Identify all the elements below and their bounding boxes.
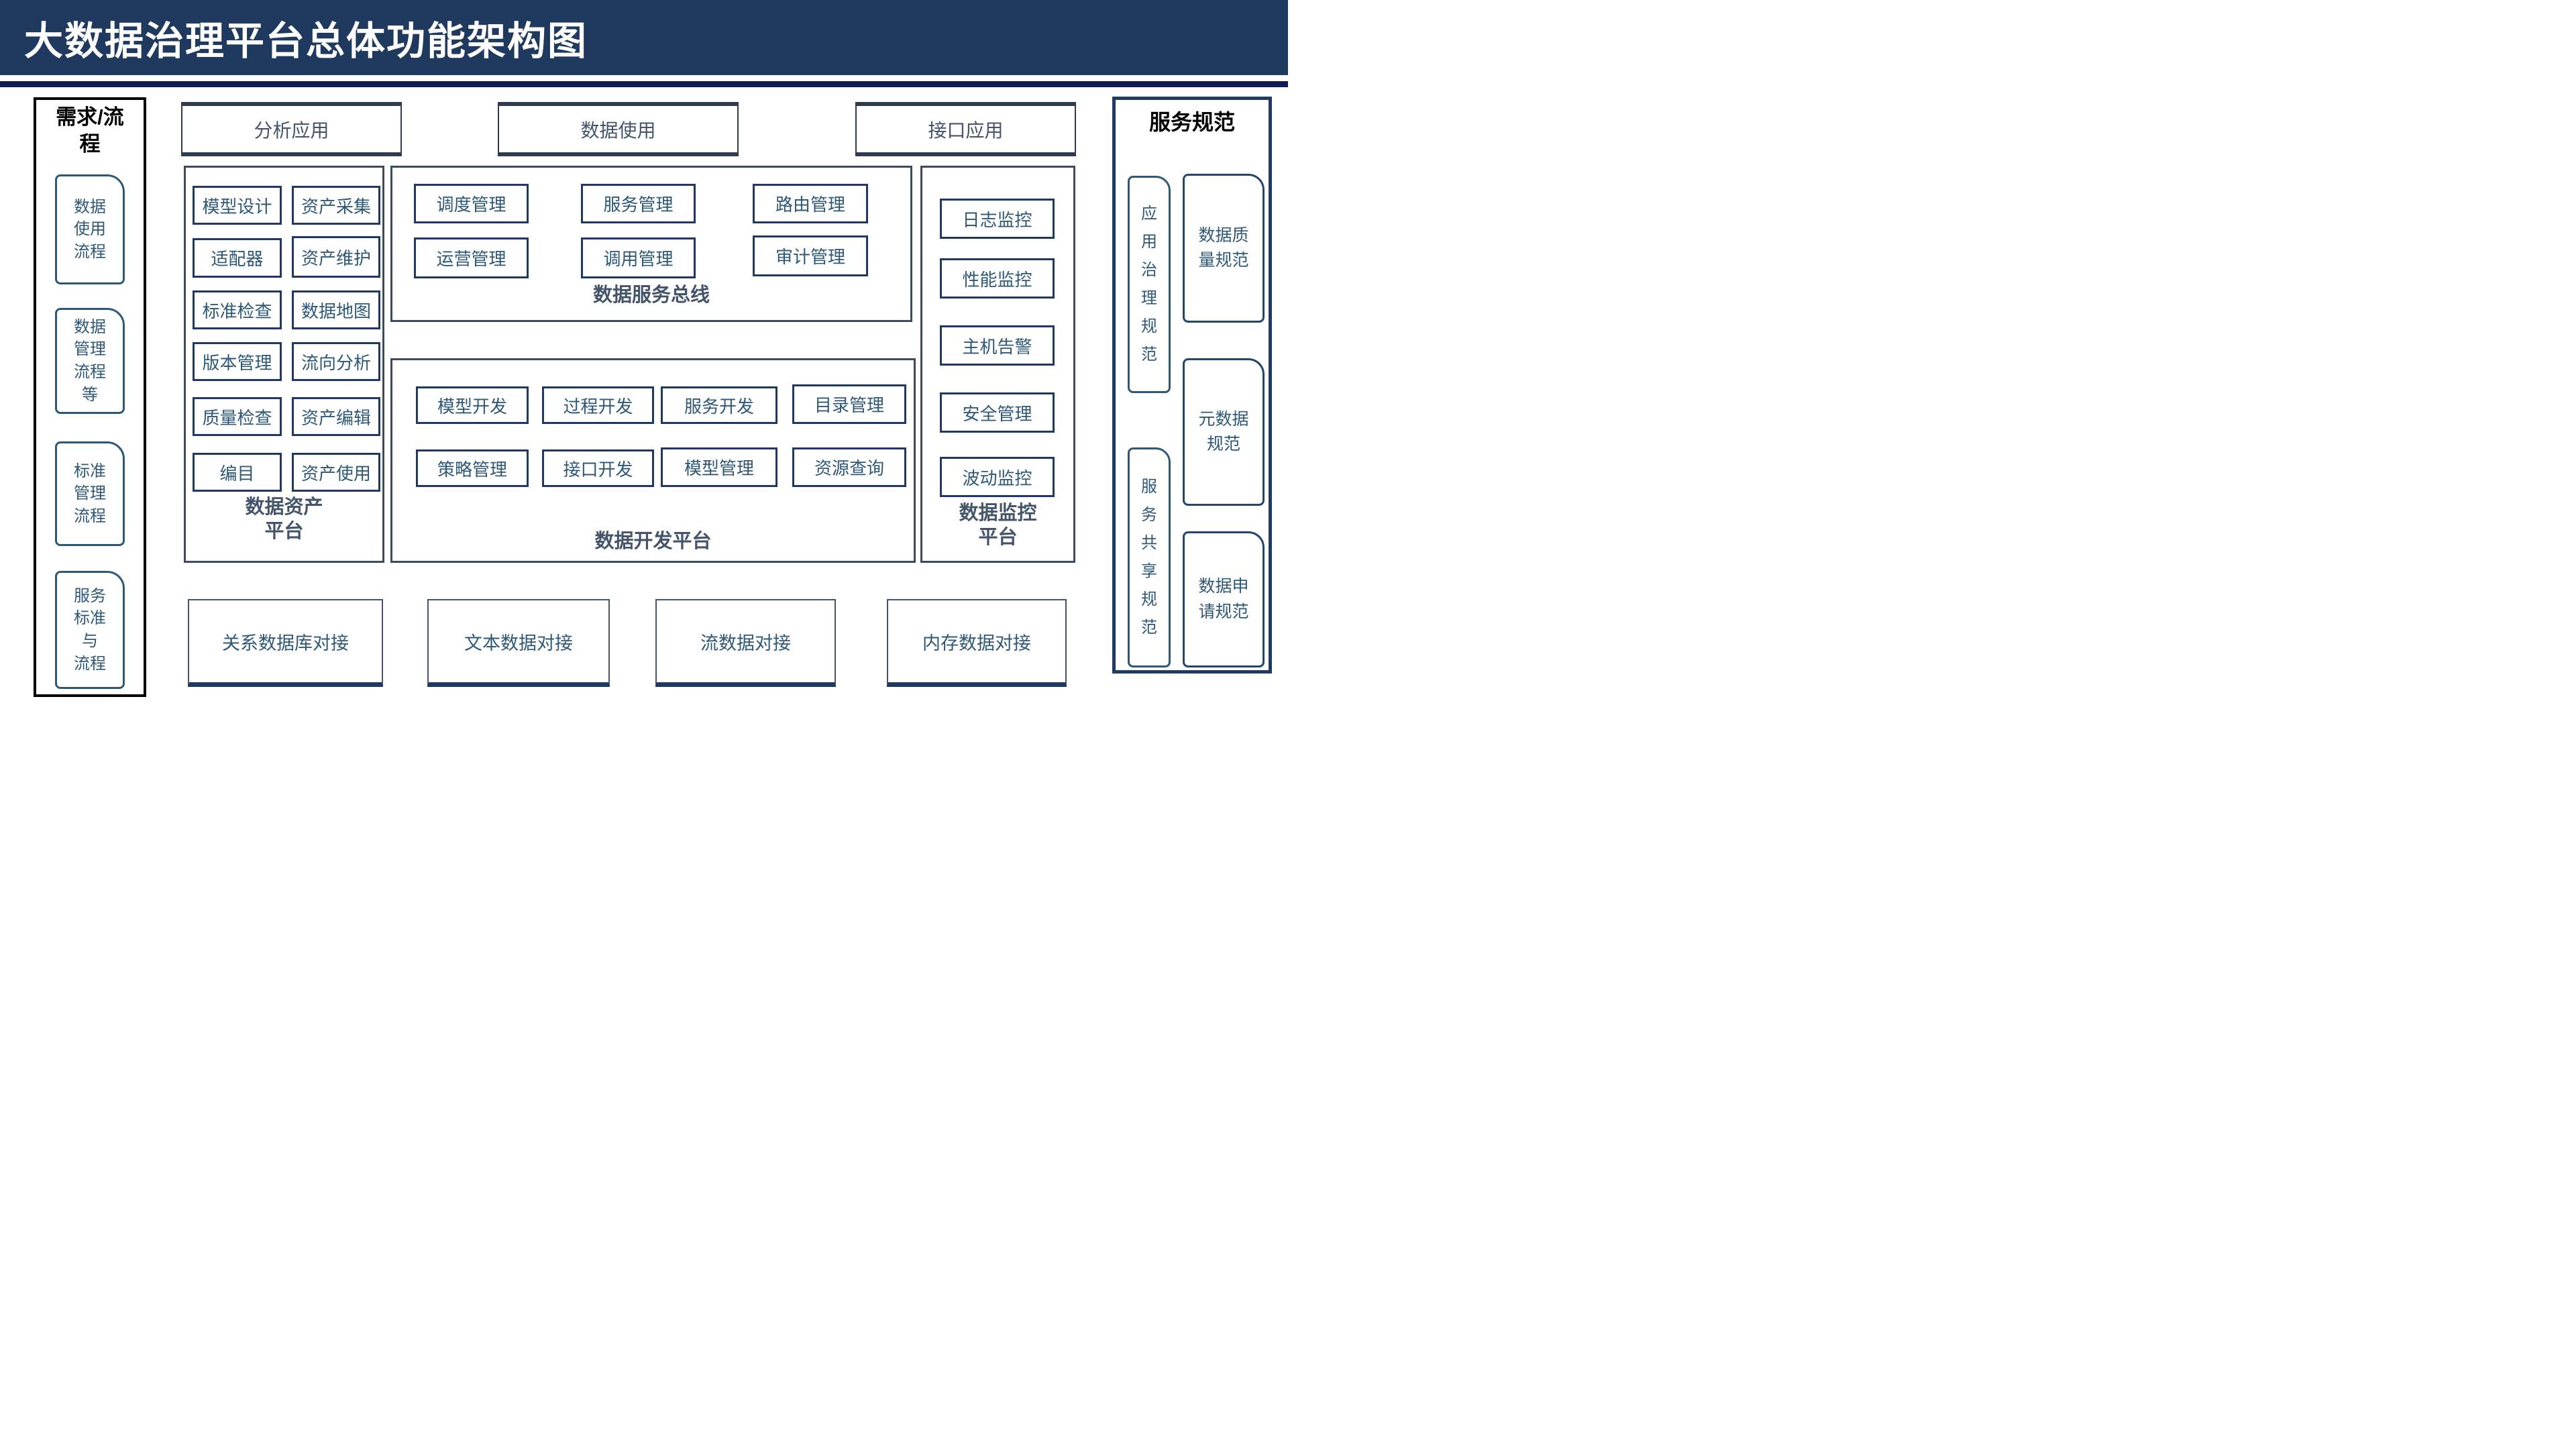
bus-cell: 调度管理: [414, 184, 529, 223]
group-label-data-monitor: 数据监控 平台: [959, 502, 1037, 549]
group-data-monitor-platform: 日志监控 性能监控 主机告警 安全管理 波动监控 数据监控 平台: [920, 166, 1075, 563]
asset-cell: 版本管理: [193, 342, 282, 381]
dev-cell: 策略管理: [416, 449, 529, 487]
bus-cell: 运营管理: [414, 237, 529, 278]
spec-box-data-quality: 数据质 量规范: [1183, 174, 1265, 323]
monitor-cell: 性能监控: [940, 258, 1055, 299]
requirements-flow-header: 需求/流 程: [56, 105, 124, 156]
service-spec-header: 服务规范: [1148, 110, 1235, 134]
dev-cell: 过程开发: [542, 386, 654, 424]
connector-stream-data: 流数据对接: [655, 599, 836, 687]
dev-cell: 目录管理: [792, 384, 906, 424]
asset-cell: 适配器: [193, 238, 282, 278]
flow-box-standard-management: 标准 管理 流程: [55, 441, 125, 546]
app-box-interface: 接口应用: [855, 102, 1076, 156]
dev-cell: 接口开发: [542, 449, 654, 487]
asset-cell: 流向分析: [292, 342, 380, 381]
asset-cell: 模型设计: [193, 186, 282, 225]
monitor-cell: 主机告警: [940, 325, 1055, 366]
dev-cell: 模型管理: [661, 447, 777, 487]
monitor-cell: 日志监控: [940, 199, 1055, 239]
bus-cell: 调用管理: [581, 237, 696, 278]
asset-cell: 资产使用: [292, 453, 380, 492]
app-box-analysis: 分析应用: [181, 102, 402, 156]
flow-box-data-usage: 数据 使用 流程: [55, 174, 125, 284]
asset-cell: 标准检查: [193, 290, 282, 329]
group-data-asset-platform: 模型设计 资产采集 适配器 资产维护 标准检查 数据地图 版本管理 流向分析 质…: [184, 166, 384, 563]
app-box-data-usage: 数据使用: [498, 102, 739, 156]
group-label-data-asset: 数据资产 平台: [245, 496, 323, 543]
bus-cell: 路由管理: [753, 184, 868, 223]
requirements-flow-panel: 需求/流 程 数据 使用 流程 数据 管理 流程 等 标准 管理 流程 服务 标…: [34, 97, 146, 697]
spec-box-app-governance: 应 用 治 理 规 范: [1128, 176, 1171, 393]
architecture-diagram: 大数据治理平台总体功能架构图 需求/流 程 数据 使用 流程 数据 管理 流程 …: [0, 0, 1288, 724]
connector-text-data: 文本数据对接: [427, 599, 610, 687]
group-label-service-bus: 数据服务总线: [592, 284, 710, 306]
asset-cell: 数据地图: [292, 290, 380, 329]
asset-cell: 资产采集: [292, 186, 380, 225]
dev-cell: 资源查询: [792, 447, 906, 487]
asset-cell: 资产维护: [292, 236, 380, 278]
asset-cell: 资产编辑: [292, 397, 380, 436]
connector-memory-data: 内存数据对接: [887, 599, 1067, 687]
asset-cell: 质量检查: [193, 397, 282, 436]
dev-cell: 模型开发: [416, 386, 529, 424]
group-label-data-dev: 数据开发平台: [594, 531, 712, 552]
page-title: 大数据治理平台总体功能架构图: [24, 19, 588, 63]
bus-cell: 审计管理: [753, 235, 868, 276]
service-spec-panel: 服务规范 应 用 治 理 规 范 服 务 共 享 规 范 数据质 量规范 元数据…: [1112, 97, 1272, 674]
divider-stripe: [0, 81, 1288, 87]
flow-box-service-standard: 服务 标准 与 流程: [55, 571, 125, 689]
spec-box-data-request: 数据申 请规范: [1183, 531, 1265, 667]
monitor-cell: 波动监控: [940, 457, 1055, 497]
title-band: 大数据治理平台总体功能架构图: [0, 0, 1288, 75]
spec-box-service-sharing: 服 务 共 享 规 范: [1128, 447, 1171, 667]
group-data-service-bus: 调度管理 服务管理 路由管理 运营管理 调用管理 审计管理 数据服务总线: [390, 166, 912, 322]
dev-cell: 服务开发: [661, 386, 777, 424]
group-data-dev-platform: 模型开发 过程开发 服务开发 目录管理 策略管理 接口开发 模型管理 资源查询 …: [390, 358, 916, 563]
connector-relational-db: 关系数据库对接: [188, 599, 383, 687]
monitor-cell: 安全管理: [940, 392, 1055, 433]
flow-box-data-management: 数据 管理 流程 等: [55, 308, 125, 414]
asset-cell: 编目: [193, 453, 282, 492]
bus-cell: 服务管理: [581, 184, 696, 223]
spec-box-metadata: 元数据 规范: [1183, 358, 1265, 506]
